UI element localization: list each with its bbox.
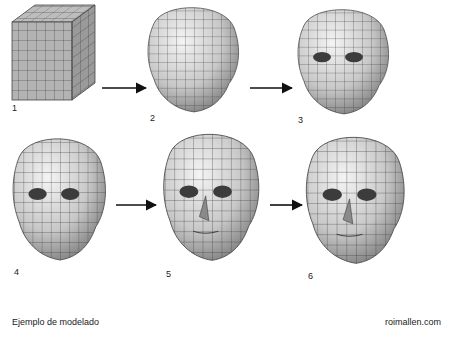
step-number: 2: [150, 114, 155, 124]
step-arrows: [102, 88, 302, 205]
step-number: 3: [298, 116, 303, 126]
watermark: roimallen.com: [385, 318, 441, 328]
step-number: 4: [14, 268, 19, 278]
head-mesh: [306, 137, 404, 263]
cube-mesh: [12, 5, 95, 100]
head-mesh: [13, 139, 105, 260]
step-number: 5: [166, 270, 171, 280]
head-mesh: [164, 134, 259, 260]
head-mesh: [148, 8, 239, 112]
caption-note: Ejemplo de modelado: [12, 318, 99, 328]
head-mesh: [298, 10, 389, 114]
step-number: 6: [308, 272, 313, 282]
step-number: 1: [12, 104, 17, 114]
